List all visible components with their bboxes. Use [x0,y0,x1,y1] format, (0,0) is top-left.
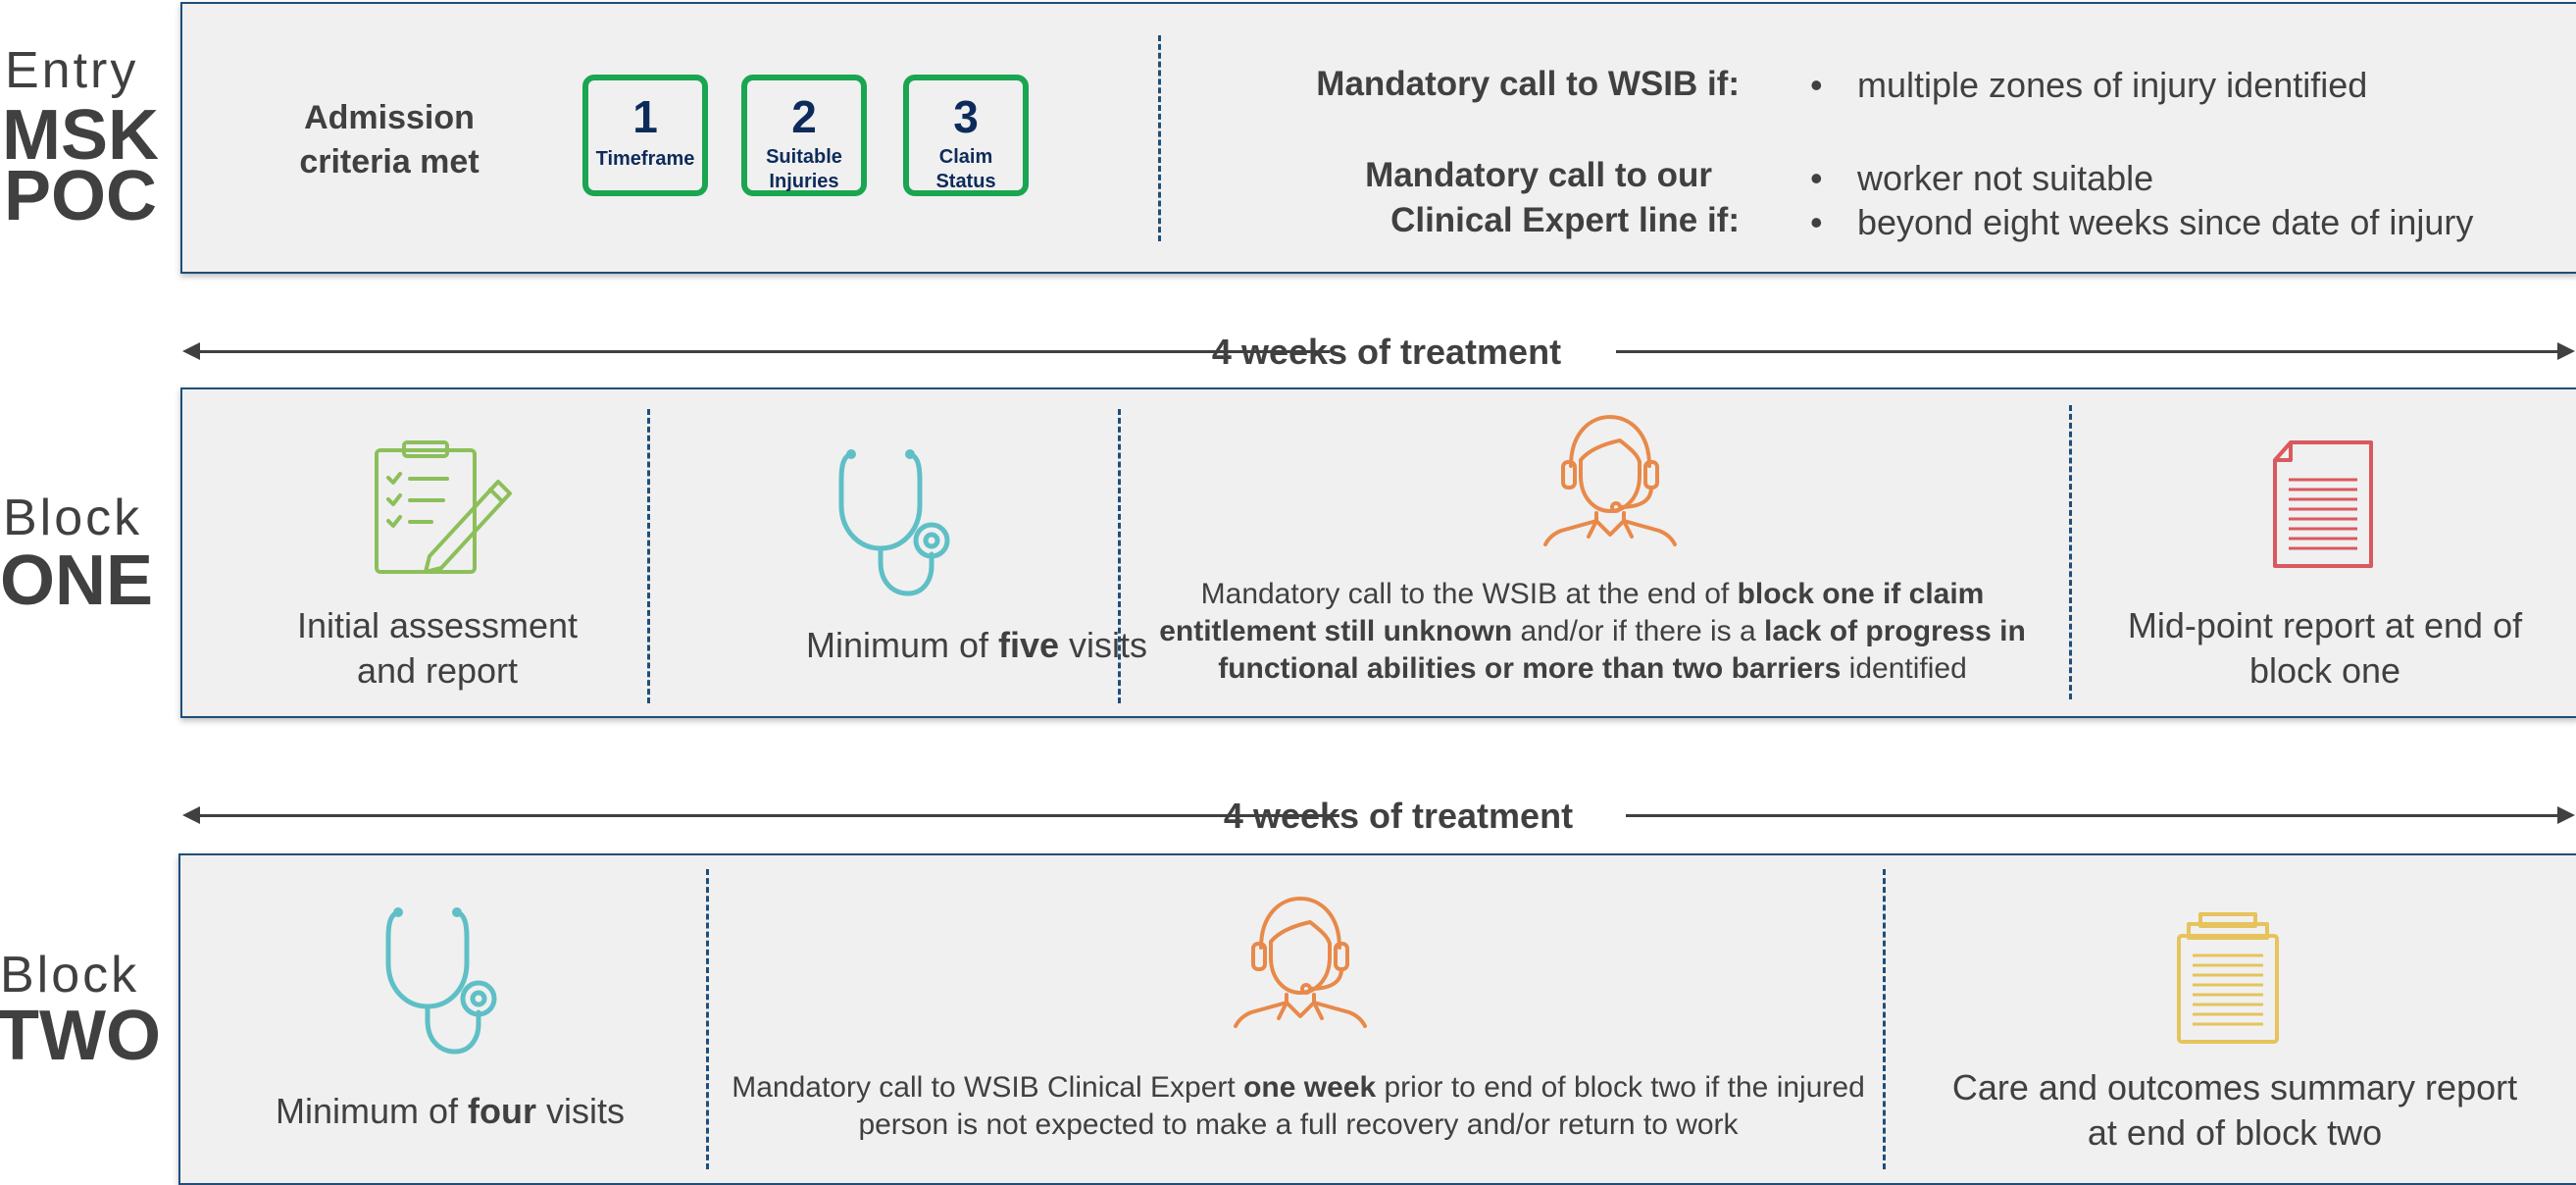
bullet-text: worker not suitable [1857,158,2154,198]
visits-count: four [468,1091,536,1131]
criteria-label: Suitable [766,146,842,168]
wsib-call-label: Mandatory call to WSIB if: [1316,65,1740,103]
block-one-row-label: Block [3,489,143,546]
entry-row-label: Entry [5,42,139,99]
admission-criteria-line1: Admission [304,99,475,136]
block-one-panel: Initial assessment and report Minimum of… [180,387,2576,718]
initial-assessment-line2: and report [356,650,519,692]
block-two-row-label-bold: TWO [0,997,161,1075]
block-two-row-label: Block [0,947,140,1004]
block-one-divider-1 [647,409,650,703]
visits-suffix: visits [1059,625,1148,665]
block-two-visits-label: Minimum of four visits [210,1091,690,1132]
arrow-left-icon [182,342,200,360]
arrow-right-icon [2557,342,2575,360]
criteria-box-timeframe: 1 Timeframe [582,75,708,196]
stethoscope-icon [838,449,950,596]
entry-row-label-poc: POC [4,157,158,235]
bullet: • [1810,202,1823,242]
notepad-icon [2177,912,2279,1044]
admission-criteria-line2: criteria met [299,142,480,180]
entry-divider [1158,35,1161,241]
criteria-label: Claim [938,146,993,168]
call-text-3: identified [1841,652,1967,686]
clipboard-pencil-icon [375,440,512,574]
initial-assessment-line1: Initial assessment [296,605,579,645]
bullet: • [1810,158,1823,198]
headset-agent-icon [1543,415,1677,546]
block-one-call-text: Mandatory call to the WSIB at the end of… [1136,576,2049,688]
call-text-bold-1: one week [1243,1071,1377,1104]
stethoscope-icon [385,907,497,1055]
bullet: • [1810,65,1823,105]
expert-call-line2: Clinical Expert line if: [1390,200,1740,239]
document-icon [2273,440,2373,568]
block-two-call-text: Mandatory call to WSIB Clinical Expert o… [730,1069,1867,1144]
criteria-box-suitable-injuries: 2 Suitable Injuries [741,75,867,196]
mid-point-report-line2: block one [2248,650,2401,692]
block-one-duration-arrow: 4 weeks of treatment [182,332,2575,372]
visits-suffix: visits [536,1091,625,1131]
arrow-line-left [196,350,1330,353]
block-one-divider-2 [1118,409,1121,703]
criteria-box-claim-status: 3 Claim Status [903,75,1029,196]
criteria-number: 2 [791,91,817,142]
visits-prefix: Minimum of [275,1091,469,1131]
headset-agent-icon [1234,897,1367,1028]
arrow-line-right [1616,350,2559,353]
call-text-bold-2: lack of progress in functional abilities… [1218,615,2026,686]
criteria-number: 1 [632,91,658,142]
call-text-2: prior to end of block two if the injured… [858,1071,1874,1142]
expert-call-label: Mandatory call to our Clinical Expert li… [1281,153,1740,242]
block-two-divider-1 [706,869,709,1169]
admission-criteria-label: Admission criteria met [277,96,502,184]
entry-row-label-msk: MSK [2,96,159,175]
criteria-number: 3 [953,91,979,142]
block-one-divider-3 [2069,405,2072,699]
arrow-left-icon [182,806,200,824]
call-text-1: Mandatory call to the WSIB at the end of [1200,578,1738,610]
criteria-label-2: Injuries [769,171,839,192]
block-two-divider-2 [1883,869,1886,1169]
expert-call-line1: Mandatory call to our [1365,156,1712,194]
block-one-visits-label: Minimum of five visits [653,625,1300,666]
call-text-1: Mandatory call to WSIB Clinical Expert [732,1071,1244,1104]
care-outcomes-summary-line2: at end of block two [2087,1112,2383,1154]
arrow-line-right [1626,814,2559,817]
block-one-duration-label: 4 weeks of treatment [1211,332,1562,372]
visits-prefix: Minimum of [805,625,998,665]
bullet-text: multiple zones of injury identified [1857,65,2368,105]
call-text-bold-1: block one if claim entitlement still unk… [1159,578,1985,648]
mid-point-report-label: Mid-point report at end of block one [2085,603,2565,694]
block-one-row-label-bold: ONE [0,541,154,620]
block-two-panel: Minimum of four visits Mandatory call to… [178,853,2576,1185]
care-outcomes-summary-label: Care and outcomes summary report at end … [1896,1065,2573,1156]
block-two-duration-label: 4 weeks of treatment [1223,796,1574,836]
mid-point-report-line1: Mid-point report at end of [2127,605,2523,645]
bullet-text: beyond eight weeks since date of injury [1857,202,2474,242]
block-two-duration-arrow: 4 weeks of treatment [182,796,2575,836]
arrow-line-left [196,814,1339,817]
criteria-label-2: Status [935,171,996,192]
care-outcomes-summary-line1: Care and outcomes summary report [1951,1067,2518,1108]
initial-assessment-label: Initial assessment and report [241,603,633,694]
criteria-label: Timeframe [595,148,695,170]
entry-panel: Admission criteria met 1 Timeframe 2 Sui… [180,2,2576,274]
arrow-right-icon [2557,806,2575,824]
visits-count: five [997,625,1060,665]
call-text-2: and/or if there is a [1512,615,1765,648]
